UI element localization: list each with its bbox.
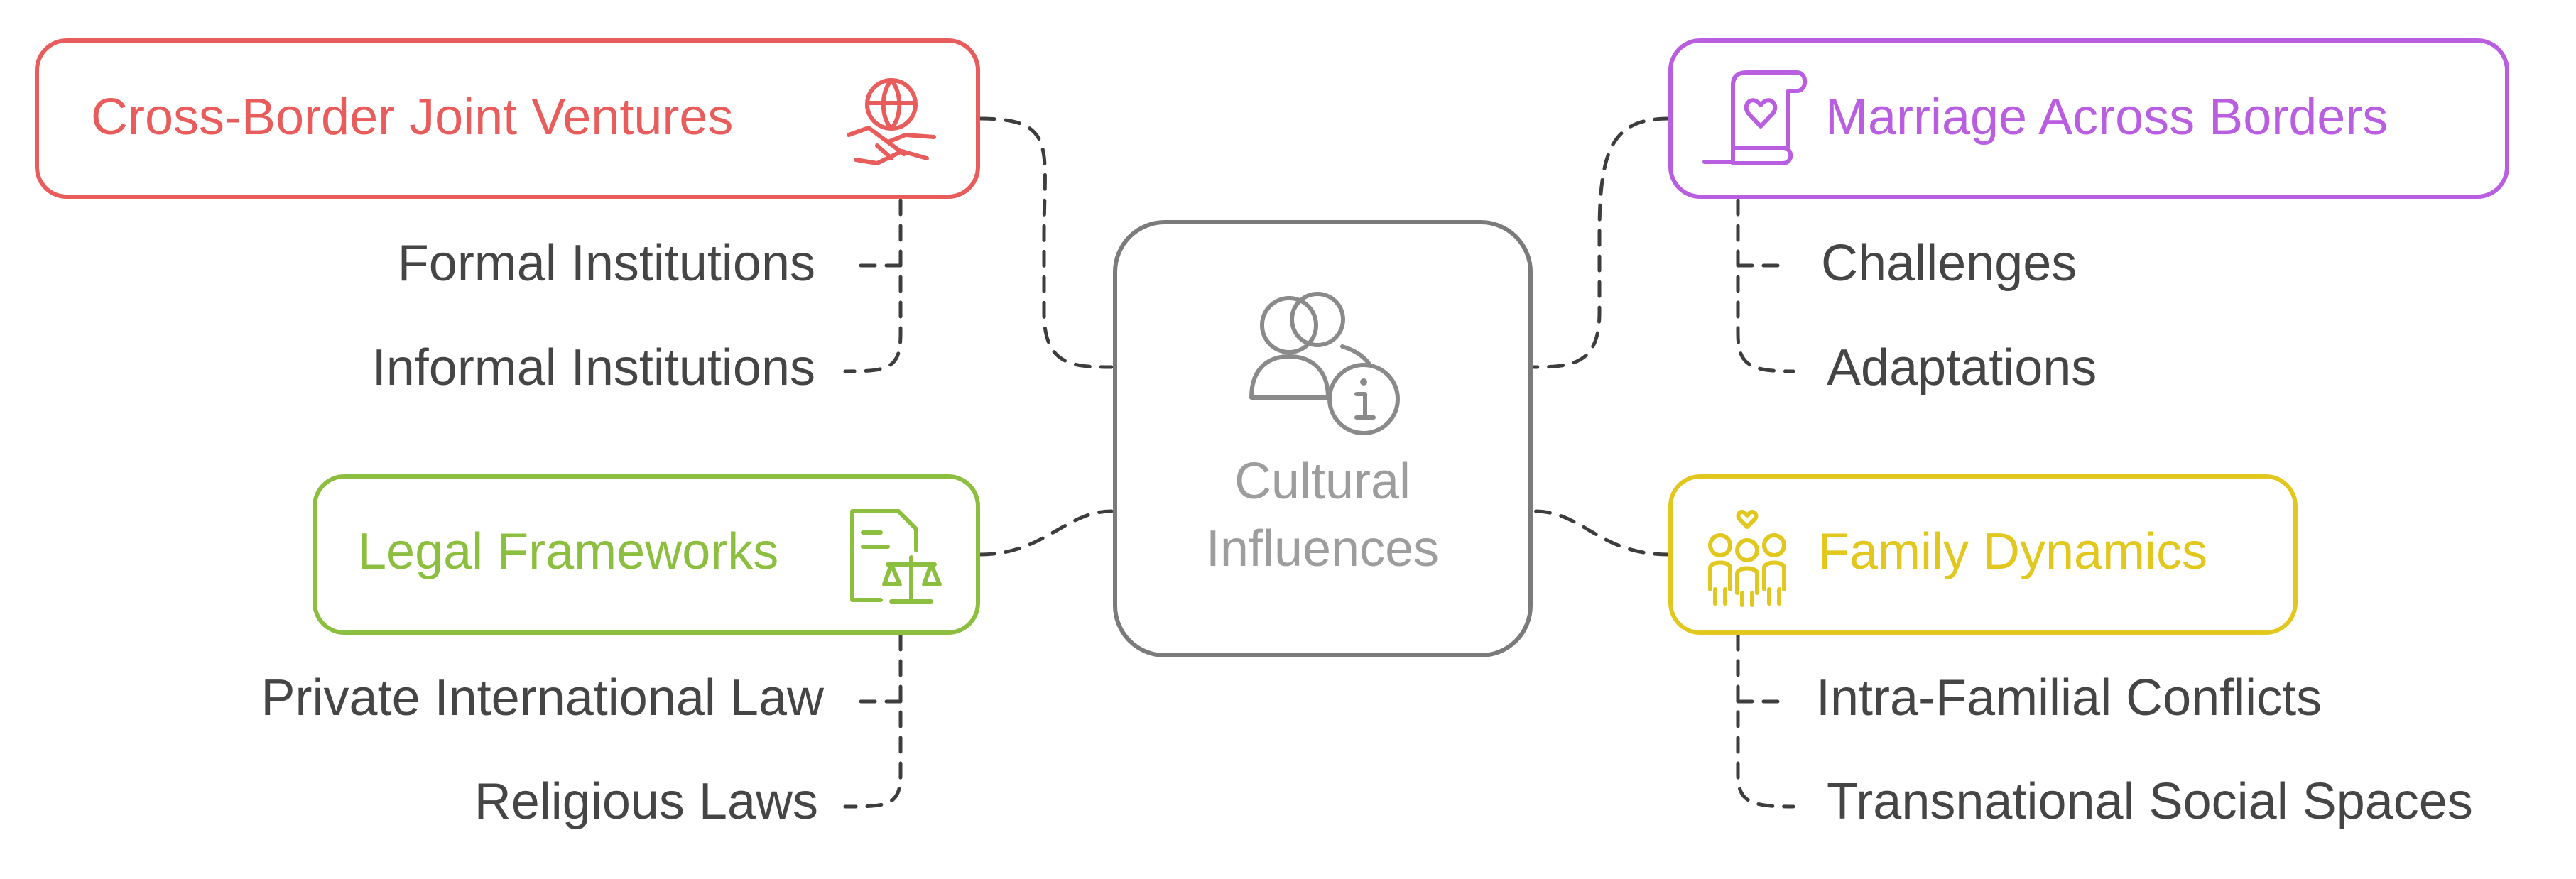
connector-joint-ventures-items [843, 198, 903, 373]
center-box [1113, 220, 1533, 657]
connector-marriage-items [1736, 198, 1795, 373]
connector-legal-center [978, 509, 1114, 557]
marriage-box[interactable] [1668, 38, 2509, 199]
family-box[interactable] [1668, 474, 2298, 635]
branch-joint-ventures: Cross-Border Joint Ventures Formal Insti… [35, 38, 980, 396]
connector-family-items [1736, 633, 1795, 809]
joint-ventures-item-2: Informal Institutions [372, 339, 815, 396]
branch-legal: Legal Frameworks Private International L… [261, 474, 980, 830]
joint-ventures-label: Cross-Border Joint Ventures [91, 89, 733, 146]
connector-family-center [1532, 509, 1671, 557]
connector-marriage-center [1532, 116, 1671, 369]
branch-marriage: Marriage Across Borders Challenges Adapt… [1668, 38, 2509, 396]
connector-joint-ventures-center [978, 116, 1114, 369]
branch-family: Family Dynamics Intra-Familial Conflicts… [1668, 474, 2473, 830]
family-item-2: Transnational Social Spaces [1827, 773, 2473, 830]
joint-ventures-item-1: Formal Institutions [398, 235, 815, 292]
legal-document-scales-icon [850, 509, 942, 604]
marriage-certificate-icon [1702, 70, 1808, 165]
people-info-icon [1249, 292, 1400, 435]
connectors [843, 116, 1795, 809]
legal-label: Legal Frameworks [358, 523, 778, 580]
center-title-line-1: Cultural [1234, 453, 1411, 510]
legal-box[interactable] [313, 474, 980, 635]
marriage-label: Marriage Across Borders [1825, 89, 2388, 146]
connector-legal-items [843, 633, 903, 809]
legal-item-2: Religious Laws [474, 773, 818, 830]
center-node: Cultural Influences [1113, 220, 1533, 657]
family-label: Family Dynamics [1818, 523, 2207, 580]
marriage-item-2: Adaptations [1827, 339, 2097, 396]
handshake-globe-icon [847, 78, 936, 165]
joint-ventures-box[interactable] [35, 38, 980, 199]
legal-item-1: Private International Law [261, 670, 825, 726]
center-title-line-2: Influences [1206, 520, 1439, 577]
family-icon [1708, 510, 1786, 607]
family-item-1: Intra-Familial Conflicts [1816, 670, 2322, 726]
marriage-item-1: Challenges [1821, 235, 2077, 292]
